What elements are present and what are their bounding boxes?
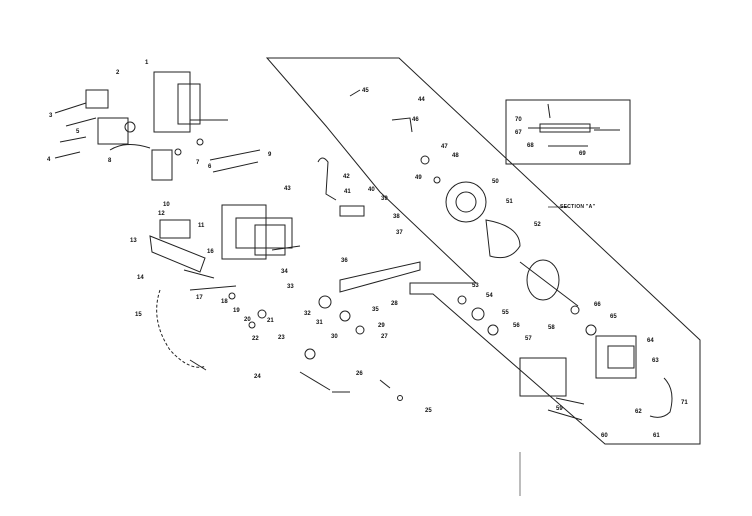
callout-43: 43 <box>284 186 291 192</box>
callout-58: 58 <box>548 325 555 331</box>
callout-14: 14 <box>137 275 144 281</box>
callout-56: 56 <box>513 323 520 329</box>
callout-24: 24 <box>254 374 261 380</box>
left-middle-parts <box>149 204 293 371</box>
callout-20: 20 <box>244 317 251 323</box>
callout-53: 53 <box>472 283 479 289</box>
callout-57: 57 <box>525 336 532 342</box>
callout-71: 71 <box>681 400 688 406</box>
callout-67: 67 <box>515 130 522 136</box>
callout-17: 17 <box>196 295 203 301</box>
callout-25: 25 <box>425 408 432 414</box>
callout-32: 32 <box>304 311 311 317</box>
callout-45: 45 <box>362 88 369 94</box>
callout-1: 1 <box>145 60 149 66</box>
callout-5: 5 <box>76 129 80 135</box>
callout-65: 65 <box>610 314 617 320</box>
section-a-label: SECTION "A" <box>560 204 596 210</box>
callout-59: 59 <box>556 406 563 412</box>
callout-27: 27 <box>381 334 388 340</box>
callout-66: 66 <box>594 302 601 308</box>
callout-21: 21 <box>267 318 274 324</box>
callout-50: 50 <box>492 179 499 185</box>
callout-52: 52 <box>534 222 541 228</box>
callout-28: 28 <box>391 301 398 307</box>
callout-46: 46 <box>412 117 419 123</box>
callout-9: 9 <box>268 152 272 158</box>
callout-68: 68 <box>527 143 534 149</box>
callout-34: 34 <box>281 269 288 275</box>
callout-18: 18 <box>221 299 228 305</box>
callout-33: 33 <box>287 284 294 290</box>
callout-11: 11 <box>198 223 205 229</box>
callout-64: 64 <box>647 338 654 344</box>
callout-12: 12 <box>158 211 165 217</box>
callout-7: 7 <box>196 160 200 166</box>
callout-16: 16 <box>207 249 214 255</box>
callout-13: 13 <box>130 238 137 244</box>
inset-parts <box>528 103 620 147</box>
callout-6: 6 <box>208 164 212 170</box>
callout-23: 23 <box>278 335 285 341</box>
motor-section-parts <box>349 89 673 421</box>
left-upper-parts <box>54 71 261 181</box>
callout-60: 60 <box>601 433 608 439</box>
callout-22: 22 <box>252 336 259 342</box>
callout-3: 3 <box>49 113 53 119</box>
callout-36: 36 <box>341 258 348 264</box>
inset-box <box>505 99 631 165</box>
callout-48: 48 <box>452 153 459 159</box>
callout-19: 19 <box>233 308 240 314</box>
callout-54: 54 <box>486 293 493 299</box>
callout-44: 44 <box>418 97 425 103</box>
callout-2: 2 <box>116 70 120 76</box>
callout-26: 26 <box>356 371 363 377</box>
callout-40: 40 <box>368 187 375 193</box>
callout-63: 63 <box>652 358 659 364</box>
callout-61: 61 <box>653 433 660 439</box>
center-parts <box>271 157 421 401</box>
callout-15: 15 <box>135 312 142 318</box>
callout-41: 41 <box>344 189 351 195</box>
callout-39: 39 <box>381 196 388 202</box>
callout-42: 42 <box>343 174 350 180</box>
callout-35: 35 <box>372 307 379 313</box>
callout-47: 47 <box>441 144 448 150</box>
callout-37: 37 <box>396 230 403 236</box>
callout-38: 38 <box>393 214 400 220</box>
callout-70: 70 <box>515 117 522 123</box>
callout-4: 4 <box>47 157 51 163</box>
callout-62: 62 <box>635 409 642 415</box>
callout-29: 29 <box>378 323 385 329</box>
callout-51: 51 <box>506 199 513 205</box>
callout-10: 10 <box>163 202 170 208</box>
callout-30: 30 <box>331 334 338 340</box>
callout-69: 69 <box>579 151 586 157</box>
callout-49: 49 <box>415 175 422 181</box>
callout-8: 8 <box>108 158 112 164</box>
callout-31: 31 <box>316 320 323 326</box>
callout-55: 55 <box>502 310 509 316</box>
section-housing-outline <box>265 57 701 445</box>
